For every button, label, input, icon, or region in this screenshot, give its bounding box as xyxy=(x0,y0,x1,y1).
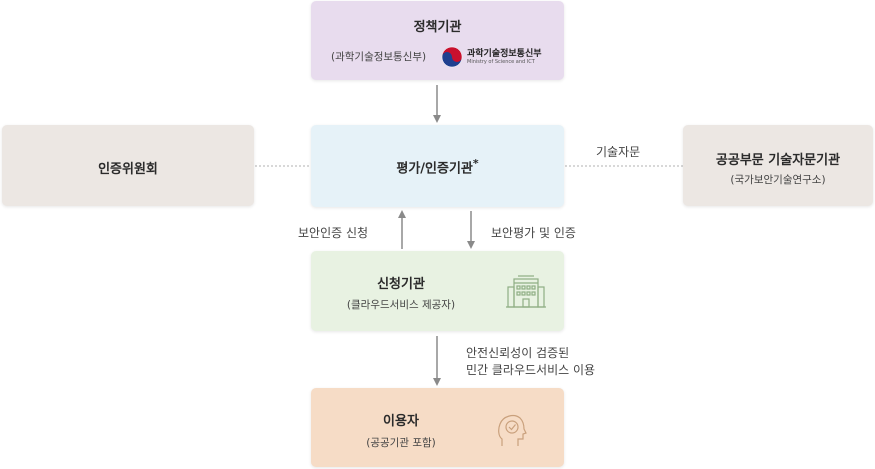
policy-subtitle: (과학기술정보통신부) xyxy=(331,51,427,63)
apply-label: 보안인증 신청 xyxy=(298,226,369,240)
policy-agency-box: 정책기관 (과학기술정보통신부) 과학기술정보통신부 Ministry of S… xyxy=(311,1,564,80)
ministry-logo: 과학기술정보통신부 Ministry of Science and ICT xyxy=(441,45,556,69)
building-icon xyxy=(506,275,546,308)
applicant-title: 신청기관 xyxy=(377,277,425,292)
usage-label-line2: 민간 클라우드서비스 이용 xyxy=(466,363,596,377)
logo-text: 과학기술정보통신부 xyxy=(467,49,542,59)
eval-title-text: 평가/인증기관 xyxy=(396,161,473,177)
user-subtitle: (공공기관 포함) xyxy=(366,437,436,449)
applicant-box: 신청기관 (클라우드서비스 제공자) xyxy=(311,251,564,331)
applicant-subtitle: (클라우드서비스 제공자) xyxy=(346,299,456,311)
user-box: 이용자 (공공기관 포함) xyxy=(311,388,564,467)
advice-label: 기술자문 xyxy=(596,145,641,159)
eval-footnote-mark: * xyxy=(472,157,479,170)
advisory-agency-box: 공공부문 기술자문기관 (국가보안기술연구소) xyxy=(683,125,873,206)
policy-title: 정책기관 xyxy=(413,20,462,35)
logo-subtext: Ministry of Science and ICT xyxy=(467,59,535,65)
certify-label: 보안평가 및 인증 xyxy=(491,226,576,240)
evaluation-agency-box: 평가/인증기관* xyxy=(311,125,564,207)
certification-committee-box: 인증위원회 xyxy=(2,125,254,206)
advisory-subtitle: (국가보안기술연구소) xyxy=(730,174,826,186)
taegeuk-logo xyxy=(441,46,463,68)
head-check-icon xyxy=(498,414,527,446)
committee-title: 인증위원회 xyxy=(98,162,158,177)
usage-label-line1: 안전신뢰성이 검증된 xyxy=(466,346,570,360)
advisory-title: 공공부문 기술자문기관 xyxy=(715,153,841,168)
user-title: 이용자 xyxy=(383,414,419,429)
eval-title: 평가/인증기관* xyxy=(311,157,564,176)
